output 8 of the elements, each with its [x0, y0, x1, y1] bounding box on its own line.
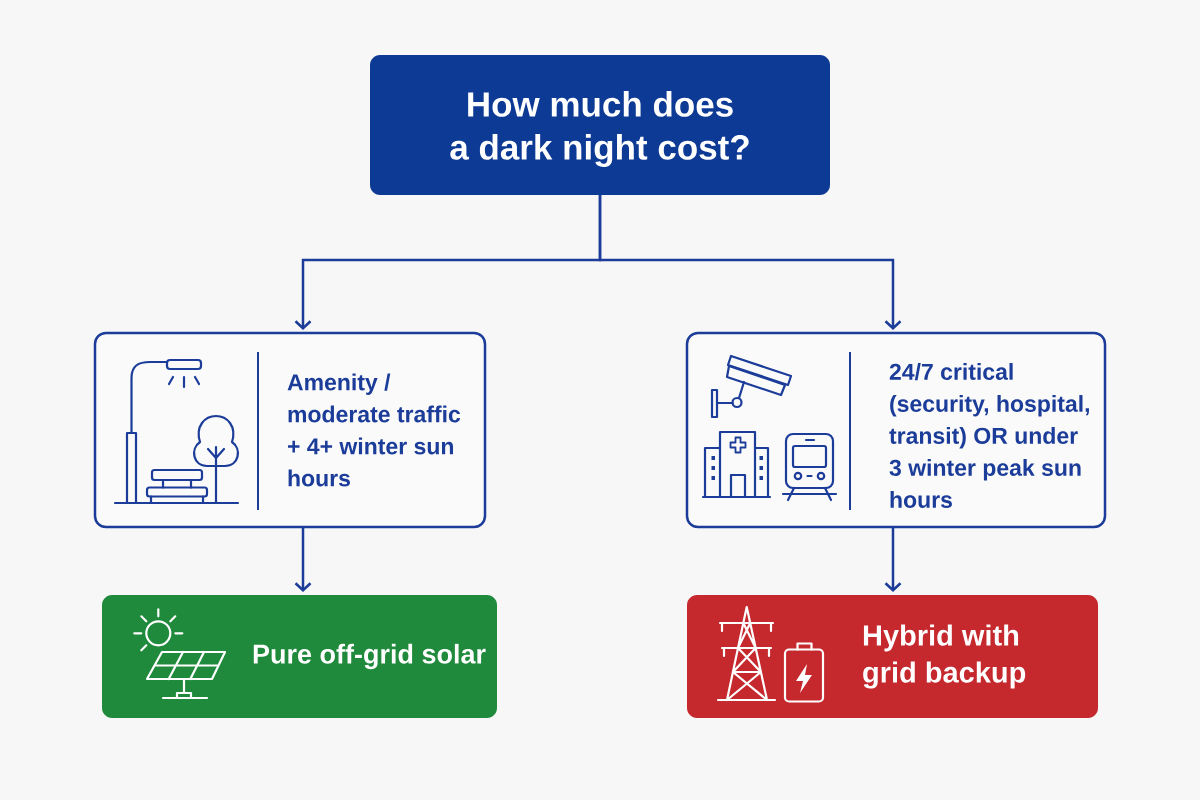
condition-box: 24/7 critical (security, hospital, transit) OR under 3 winter peak sun hours — [685, 331, 1107, 529]
condition-box: Amenity / moderate traffic + 4+ winter sun hours — [93, 331, 487, 529]
arrow — [598, 195, 902, 330]
outcome-box: Pure off-grid solar — [102, 595, 497, 718]
arrow — [884, 527, 902, 592]
arrow — [294, 527, 312, 592]
outcome-box: Hybrid with grid backup — [687, 595, 1098, 718]
question-box: How much does a dark night cost? — [370, 55, 830, 195]
